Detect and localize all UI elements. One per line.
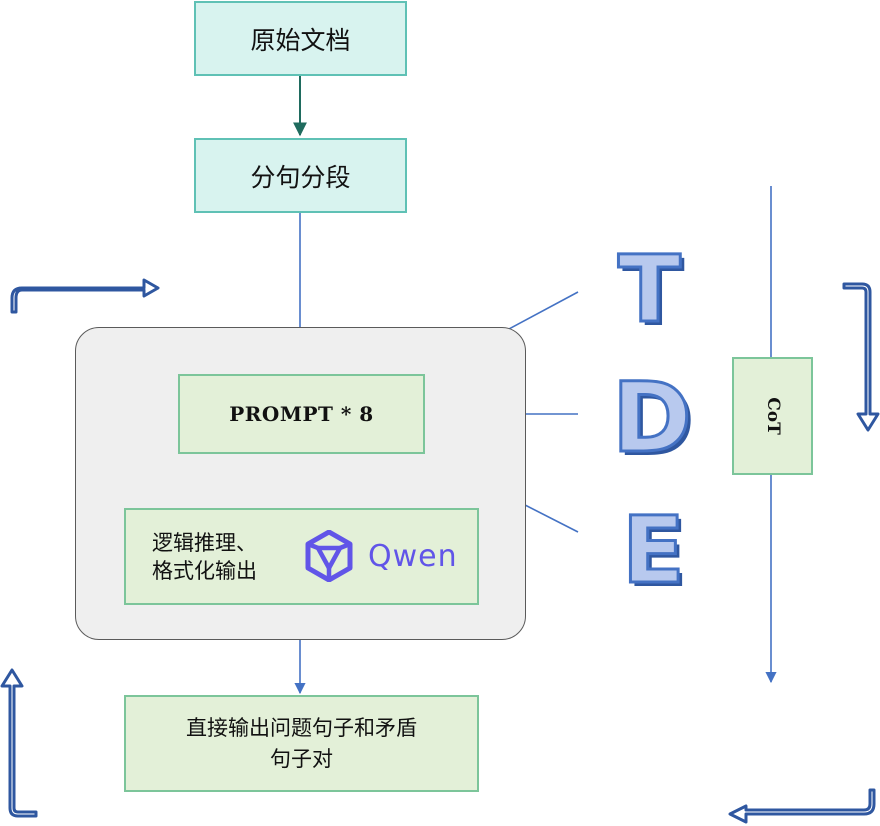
cot-label: CoT	[762, 397, 783, 435]
prompt-label: PROMPT * 8	[229, 402, 374, 426]
split-label: 分句分段	[250, 162, 351, 192]
bent-arrow-bottom-left-icon	[0, 668, 38, 818]
source-doc-label: 原始文档	[250, 25, 351, 55]
qwen-logo-icon	[305, 530, 353, 582]
cot-box: CoT	[732, 357, 813, 475]
reasoning-text: 逻辑推理、 格式化输出	[152, 529, 257, 585]
bent-arrow-top-left-icon	[10, 278, 160, 314]
letter-e: E	[621, 497, 687, 604]
qwen-wordmark: Qwen	[368, 538, 458, 574]
output-line-2: 句子对	[270, 746, 333, 771]
prompt-box: PROMPT * 8	[178, 374, 425, 454]
source-doc-box: 原始文档	[194, 1, 407, 76]
output-line-1: 直接输出问题句子和矛盾	[186, 715, 417, 740]
split-box: 分句分段	[194, 138, 407, 213]
letter-d: D	[611, 362, 694, 474]
qwen-reasoning-box: 逻辑推理、 格式化输出 Qwen	[124, 508, 479, 605]
qwen-logo: Qwen	[304, 530, 458, 582]
reasoning-line-2: 格式化输出	[152, 558, 257, 583]
bent-arrow-top-right-icon	[842, 282, 880, 432]
bent-arrow-bottom-right-icon	[728, 788, 876, 824]
output-box: 直接输出问题句子和矛盾 句子对	[124, 695, 479, 792]
reasoning-line-1: 逻辑推理、	[152, 530, 257, 555]
letter-t: T	[617, 236, 683, 343]
